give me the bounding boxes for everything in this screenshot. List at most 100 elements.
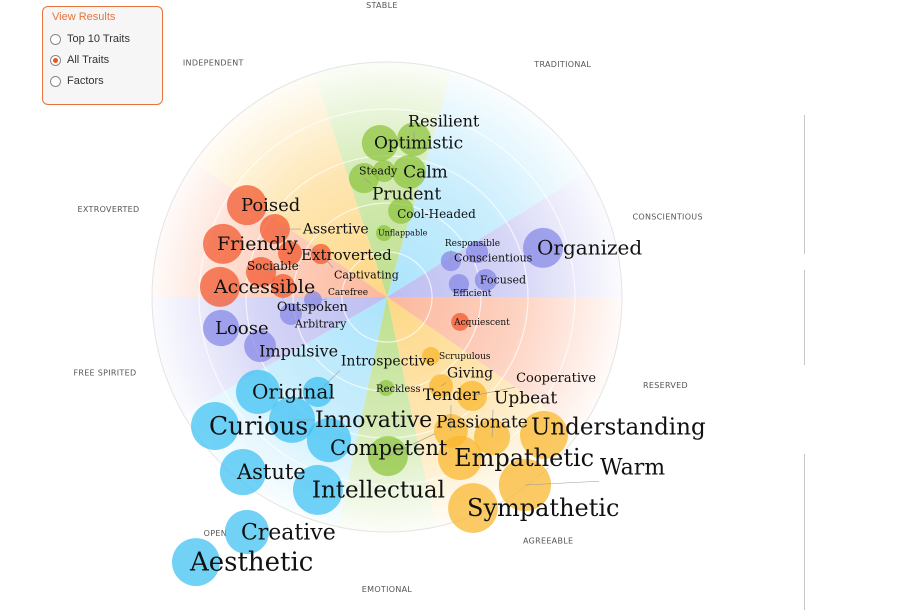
label-leader-line	[387, 433, 436, 457]
factor-wedge	[194, 73, 387, 298]
radio-button[interactable]	[50, 33, 61, 45]
trait-label: Resilient	[408, 111, 480, 130]
trait-label: Accessible	[213, 276, 315, 298]
chart-ring	[341, 251, 433, 343]
chart-ring	[198, 108, 576, 486]
trait-bubble-aesthetic[interactable]	[171, 538, 220, 587]
trait-bubbles	[171, 122, 568, 587]
trait-bubble-efficient[interactable]	[448, 273, 470, 295]
trait-bubble-accessible[interactable]	[199, 266, 240, 307]
trait-bubble-prudent[interactable]	[348, 163, 380, 194]
trait-label: Organized	[537, 235, 642, 259]
trait-label: Passionate	[436, 413, 528, 433]
factor-wedge	[338, 297, 436, 532]
trait-bubble-poised[interactable]	[226, 185, 267, 226]
factor-label: EXTROVERTED	[78, 205, 140, 214]
option-top-10-traits[interactable]: Top 10 Traits	[50, 33, 130, 45]
trait-label: Efficient	[453, 289, 492, 299]
divider-line	[804, 115, 805, 254]
label-leader-line	[320, 253, 334, 268]
factor-label: FREE SPIRITED	[73, 369, 136, 378]
label-leader-line	[312, 298, 327, 301]
trait-label: Friendly	[217, 233, 298, 255]
trait-label: Empathetic	[454, 444, 594, 472]
trait-label: Impulsive	[259, 341, 338, 360]
trait-label: Understanding	[531, 415, 706, 441]
radio-button[interactable]	[50, 75, 61, 87]
factor-label: STABLE	[366, 1, 398, 10]
trait-bubble-understanding[interactable]	[520, 410, 568, 459]
label-leader-line	[290, 313, 294, 317]
trait-label: Sympathetic	[467, 494, 620, 522]
trait-bubble-astute[interactable]	[219, 449, 266, 496]
trait-label: Scrupulous	[439, 352, 491, 362]
option-label: Factors	[67, 75, 104, 87]
trait-bubble-unflappable[interactable]	[375, 225, 392, 242]
divider-line	[804, 270, 805, 365]
trait-bubble-organized[interactable]	[523, 227, 564, 268]
trait-bubble-calm[interactable]	[392, 155, 427, 189]
option-label: Top 10 Traits	[67, 33, 130, 45]
factor-label: INDEPENDENT	[183, 58, 244, 67]
trait-label: Reckless	[376, 384, 421, 395]
trait-bubble-friendly[interactable]	[202, 223, 243, 264]
trait-label: Curious	[209, 411, 308, 440]
trait-label: Astute	[236, 460, 306, 484]
trait-label: Assertive	[302, 222, 369, 238]
chart-ring	[151, 61, 623, 533]
factor-label: TRADITIONAL	[533, 60, 591, 69]
trait-label: Outspoken	[277, 300, 349, 315]
trait-bubble-loose[interactable]	[202, 309, 240, 347]
trait-label: Upbeat	[494, 389, 557, 409]
trait-bubble-conscientious[interactable]	[465, 241, 489, 264]
trait-label: Steady	[359, 165, 398, 178]
trait-label: Giving	[447, 366, 493, 382]
trait-label: Arbitrary	[294, 318, 347, 331]
trait-label: Responsible	[445, 239, 500, 249]
factor-label: EMOTIONAL	[362, 585, 413, 594]
trait-bubble-sympathetic[interactable]	[448, 483, 498, 533]
trait-label: Unflappable	[378, 229, 428, 238]
radio-button-selected[interactable]	[50, 54, 61, 66]
trait-bubble-focused[interactable]	[474, 269, 497, 292]
label-leader-lines	[260, 131, 599, 486]
label-leader-line	[260, 264, 301, 273]
trait-bubble-optimistic[interactable]	[361, 124, 399, 162]
trait-bubble-captivating[interactable]	[310, 243, 332, 265]
trait-label: Captivating	[334, 269, 399, 282]
trait-bubble-scrupulous[interactable]	[422, 347, 440, 365]
factor-wedge	[387, 297, 622, 432]
trait-bubble-assertive[interactable]	[259, 214, 290, 245]
trait-bubble-acquiescent[interactable]	[451, 312, 470, 331]
trait-labels: AestheticCuriousEmpatheticSympatheticInt…	[189, 111, 706, 577]
trait-label: Loose	[215, 318, 269, 339]
label-leader-line	[363, 177, 372, 184]
label-leader-line	[524, 480, 599, 486]
trait-label: Optimistic	[374, 134, 463, 154]
option-label: All Traits	[67, 54, 110, 66]
trait-bubble-empathetic[interactable]	[437, 435, 483, 481]
label-leader-line	[491, 409, 494, 438]
trait-label: Competent	[330, 436, 448, 460]
trait-bubble-cool-headed[interactable]	[388, 198, 415, 224]
trait-bubble-creative[interactable]	[224, 509, 270, 555]
trait-label: Prudent	[372, 185, 441, 205]
option-all-traits[interactable]: All Traits	[50, 54, 109, 66]
trait-bubble-impulsive[interactable]	[244, 330, 277, 363]
trait-label: Carefree	[328, 288, 368, 298]
trait-label: Focused	[480, 274, 526, 287]
factor-label: RESERVED	[643, 381, 688, 390]
trait-bubble-competent[interactable]	[306, 418, 352, 463]
trait-bubble-arbitrary[interactable]	[279, 302, 302, 325]
trait-bubble-original[interactable]	[235, 369, 281, 415]
trait-label: Original	[252, 380, 335, 404]
trait-label: Extroverted	[301, 246, 392, 264]
trait-label: Poised	[241, 195, 300, 216]
label-leader-line	[472, 386, 516, 397]
trait-bubble-curious[interactable]	[191, 402, 239, 450]
trait-label: Sociable	[247, 259, 299, 273]
option-factors[interactable]: Factors	[50, 75, 104, 87]
trait-bubble-intellectual[interactable]	[293, 465, 343, 515]
trait-bubble-reckless[interactable]	[378, 379, 395, 396]
